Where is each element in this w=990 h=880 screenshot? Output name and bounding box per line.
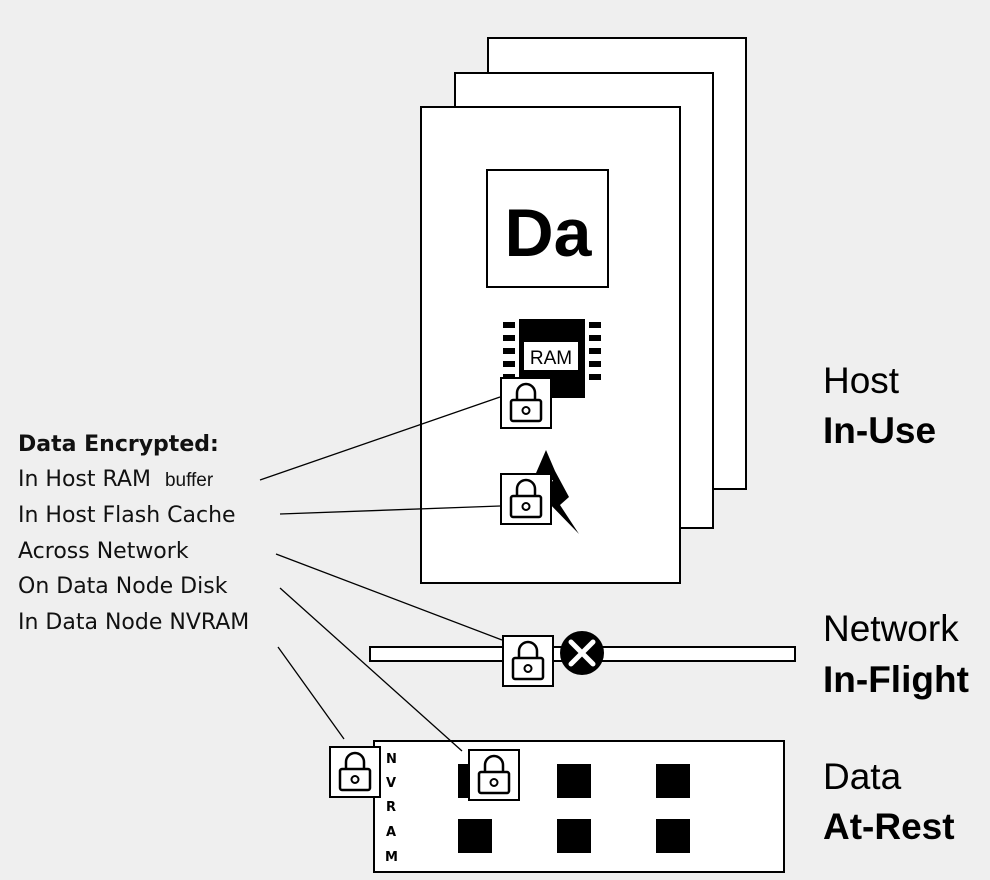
legend: Data Encrypted: In Host RAM buffer In Ho… [18,432,249,635]
host-card-stack [420,37,747,584]
tier-label-data: Data At-Rest [823,756,955,847]
connector-lines [259,396,503,752]
legend-item: In Host Flash Cache [18,503,236,528]
connector-disk [279,587,463,752]
x-circle-icon [560,631,604,675]
app-logo-icon: Da [486,169,609,288]
padlock-icon [501,634,555,688]
ram-chip-label: RAM [530,348,572,369]
connector-network [275,553,503,641]
padlock-icon [328,745,382,799]
connector-flash [279,505,501,515]
legend-item-suffix: buffer [165,470,214,491]
legend-item-text: In Host RAM [18,467,151,492]
padlock-icon [499,376,553,430]
padlock-icon [499,472,553,526]
disk-block [656,819,690,853]
legend-item: In Data Node NVRAM [18,610,249,635]
legend-item: On Data Node Disk [18,574,228,599]
disk-block [557,819,591,853]
connector-nvram [277,646,345,740]
nvram-letter: N [386,752,397,767]
legend-item: Across Network [18,539,189,564]
tier-bottom-text: In-Flight [823,659,969,700]
app-logo-text: Da [505,195,593,271]
disk-block [458,819,492,853]
nvram-letter: R [386,800,396,815]
tier-label-host: Host In-Use [823,360,936,451]
legend-item: In Host RAM buffer [18,467,214,492]
tier-bottom-text: At-Rest [823,806,955,847]
nvram-letter: A [386,825,396,840]
legend-heading: Data Encrypted: [18,432,219,457]
nvram-letter: M [385,850,398,865]
lightning-bolt-icon [533,450,579,534]
nvram-label: N V R A M [385,752,398,865]
nvram-letter: V [386,776,396,791]
tier-top-text: Network [823,608,959,649]
tier-top-text: Data [823,756,902,797]
tier-label-network: Network In-Flight [823,608,969,700]
disk-blocks [458,764,690,853]
tier-bottom-text: In-Use [823,410,936,451]
disk-block [656,764,690,798]
disk-block [557,764,591,798]
tier-top-text: Host [823,360,900,401]
padlock-icon [467,748,521,802]
connector-ram [259,396,501,481]
